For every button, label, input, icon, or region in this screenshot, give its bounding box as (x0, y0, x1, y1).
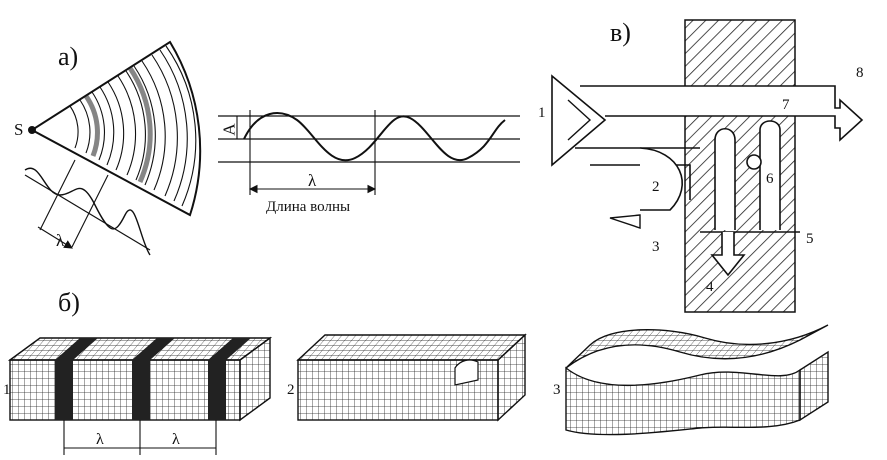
wavelength-caption: Длина волны (266, 199, 351, 215)
number-3: 3 (652, 239, 660, 255)
number-8: 8 (856, 65, 864, 81)
wave-graph-small (24, 159, 151, 256)
panel-label-v: в) (610, 18, 631, 47)
panel-label-b: б) (58, 288, 80, 317)
source-point (28, 126, 36, 134)
panel-label-a: а) (58, 42, 79, 71)
number-6: 6 (766, 171, 774, 187)
block-3 (565, 324, 829, 436)
wall-diagram (551, 19, 864, 313)
source-label: S (14, 120, 24, 139)
lambda-label-wave: λ (308, 171, 317, 190)
block-label-1: 1 (3, 382, 11, 398)
number-1: 1 (538, 105, 546, 121)
lambda-label-small: λ (56, 231, 65, 250)
wave-sector (28, 40, 202, 217)
block-label-3: 3 (553, 382, 561, 398)
lambda-label-1: λ (96, 431, 104, 448)
number-4: 4 (706, 279, 714, 295)
number-2: 2 (652, 179, 660, 195)
number-5: 5 (806, 231, 814, 247)
sine-wave-diagram (218, 110, 520, 195)
block-1 (7, 336, 273, 455)
amplitude-label: A (219, 123, 239, 136)
number-7: 7 (782, 97, 790, 113)
block-2 (296, 333, 527, 422)
lambda-label-2: λ (172, 431, 180, 448)
block-label-2: 2 (287, 382, 295, 398)
